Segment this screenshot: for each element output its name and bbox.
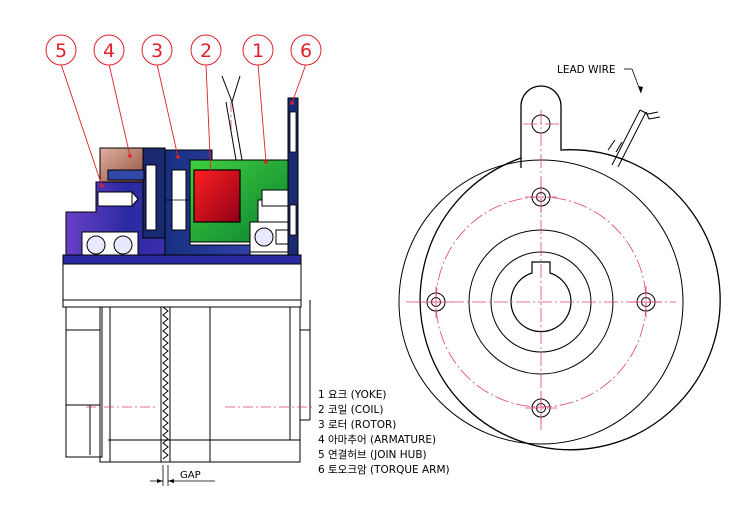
coil <box>193 169 241 223</box>
svg-text:5: 5 <box>55 40 67 62</box>
clutch-body-lower <box>62 262 311 463</box>
callout-leaders <box>60 63 307 187</box>
callout-3: 3 <box>141 34 173 66</box>
gap-dimension: GAP <box>150 465 215 486</box>
section-lead-wire <box>221 75 243 161</box>
svg-text:6: 6 <box>300 40 312 62</box>
callout-6: 6 <box>290 34 322 66</box>
legend-item: 1 요크 (YOKE) <box>318 389 387 401</box>
svg-text:4: 4 <box>103 40 115 62</box>
friction-zigzag <box>162 306 169 460</box>
gap-label: GAP <box>180 470 201 481</box>
legend-item: 4 아마추어 (ARMATURE) <box>318 434 436 446</box>
front-center-lines <box>406 110 676 430</box>
parts-legend: 1 요크 (YOKE) 2 코일 (COIL) 3 로터 (ROTOR) 4 아… <box>318 389 450 476</box>
callout-1: 1 <box>242 34 274 66</box>
front-view <box>398 85 721 451</box>
bearing-right <box>249 221 293 253</box>
svg-text:2: 2 <box>200 40 212 62</box>
section-center-lines <box>86 102 312 408</box>
legend-item: 3 로터 (ROTOR) <box>318 419 396 431</box>
legend-item: 5 연결허브 (JOIN HUB) <box>318 449 427 461</box>
lead-wire-label: LEAD WIRE <box>557 64 616 76</box>
front-lead-wire <box>607 109 661 168</box>
bearing-left <box>81 231 139 259</box>
svg-text:1: 1 <box>252 40 264 62</box>
legend-item: 6 토오크암 (TORQUE ARM) <box>318 464 450 476</box>
callout-2: 2 <box>190 34 222 66</box>
svg-text:3: 3 <box>151 40 163 62</box>
legend-item: 2 코일 (COIL) <box>318 403 383 416</box>
callout-4: 4 <box>93 34 125 66</box>
lead-wire-callout: LEAD WIRE <box>557 64 643 94</box>
callout-5: 5 <box>45 34 77 66</box>
